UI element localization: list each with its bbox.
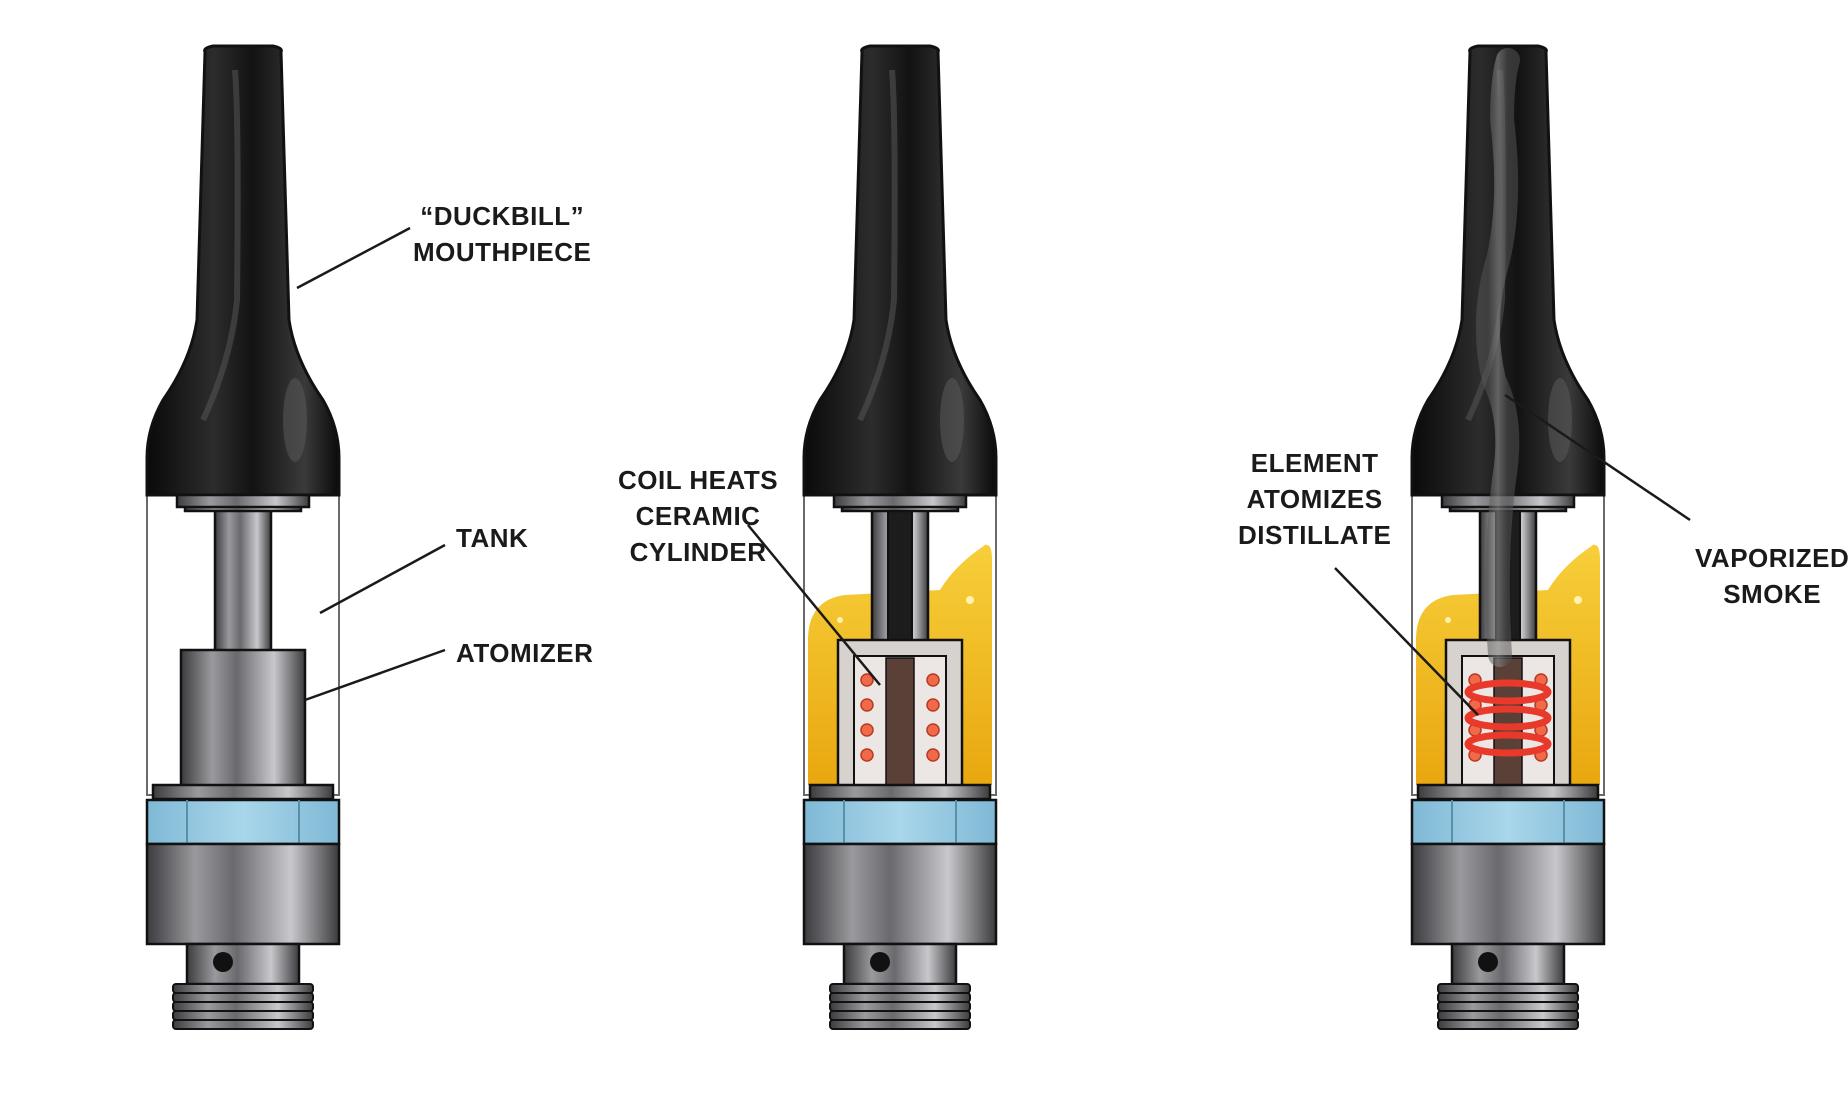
- wick-core: [1493, 657, 1523, 787]
- thread-ring: [829, 992, 971, 1003]
- wick-core: [885, 657, 915, 787]
- thread-ring: [172, 983, 314, 994]
- thread-ring: [172, 1019, 314, 1030]
- mouthpiece-collar: [175, 493, 311, 509]
- coil-label-line-3: CYLINDER: [629, 537, 767, 567]
- base-sleeve: [145, 842, 341, 946]
- thread-ring: [829, 1010, 971, 1021]
- duckbill-mouthpiece: [145, 44, 341, 497]
- coil-contact-dot: [926, 748, 940, 762]
- vapor-label-line-1: VAPORIZED: [1695, 543, 1848, 573]
- heating-coil-loop: [1464, 705, 1552, 731]
- thread-ring: [1437, 1019, 1579, 1030]
- coil-label: COIL HEATS CERAMIC CYLINDER: [618, 462, 778, 570]
- base-neck: [185, 942, 301, 986]
- vapor-label: VAPORIZED SMOKE: [1695, 540, 1848, 612]
- thread-ring: [1437, 983, 1579, 994]
- coil-contact-dot: [860, 673, 874, 687]
- airflow-channel: [887, 489, 913, 661]
- thread-ring: [1437, 992, 1579, 1003]
- center-post: [213, 508, 273, 662]
- base-neck: [1450, 942, 1566, 986]
- air-hole: [870, 952, 890, 972]
- atomizer-body: [179, 648, 307, 797]
- thread-ring: [1437, 1001, 1579, 1012]
- mouthpiece-leader-line: [296, 226, 411, 290]
- air-hole: [213, 952, 233, 972]
- base-plate: [1416, 783, 1600, 801]
- base-sleeve: [802, 842, 998, 946]
- thread-ring: [829, 1019, 971, 1030]
- mouthpiece-label: “DUCKBILL” MOUTHPIECE: [413, 198, 591, 270]
- cartridge-vaporizing: [1410, 44, 1606, 1030]
- seal-ring: [1410, 798, 1606, 846]
- thread-ring: [172, 1010, 314, 1021]
- coil-label-line-1: COIL HEATS: [618, 465, 779, 495]
- mouthpiece-collar: [832, 493, 968, 509]
- oil-bubble: [966, 596, 974, 604]
- oil-bubble: [837, 617, 843, 623]
- thread-ring: [829, 983, 971, 994]
- atomizer-label: ATOMIZER: [456, 635, 593, 671]
- air-hole: [1478, 952, 1498, 972]
- atomizer-leader-line: [304, 648, 446, 702]
- thread-ring: [172, 992, 314, 1003]
- mouthpiece-highlight: [857, 69, 898, 422]
- oil-bubble: [1574, 596, 1582, 604]
- cartridge-structure: [145, 44, 341, 1030]
- element-leader-line: [1334, 567, 1479, 716]
- tank-label-line-1: TANK: [456, 523, 529, 553]
- coil-label-line-2: CERAMIC: [635, 501, 761, 531]
- mouthpiece-shine: [940, 378, 964, 462]
- base-plate: [151, 783, 335, 801]
- element-label-line-1: ELEMENT: [1250, 448, 1379, 478]
- mouthpiece-label-line-2: MOUTHPIECE: [413, 237, 592, 267]
- mouthpiece-shine: [283, 378, 307, 462]
- base-plate: [808, 783, 992, 801]
- coil-leader-line: [747, 524, 881, 686]
- vapor-leader-line: [1504, 393, 1691, 522]
- tank-leader-line: [319, 543, 446, 615]
- coil-contact-dot: [860, 698, 874, 712]
- heating-coil-loop: [1464, 679, 1552, 705]
- vapor-label-line-2: SMOKE: [1723, 579, 1822, 609]
- oil-bubble: [1445, 617, 1451, 623]
- base-neck: [842, 942, 958, 986]
- element-label-line-3: DISTILLATE: [1238, 520, 1392, 550]
- coil-contact-dot: [860, 723, 874, 737]
- tank-label: TANK: [456, 520, 528, 556]
- thread-ring: [829, 1001, 971, 1012]
- seal-ring: [145, 798, 341, 846]
- vapor-smoke-trail: [1475, 48, 1520, 667]
- base-sleeve: [1410, 842, 1606, 946]
- cartridge-heating: [802, 44, 998, 1030]
- mouthpiece-label-line-1: “DUCKBILL”: [420, 201, 585, 231]
- coil-contact-dot: [926, 698, 940, 712]
- heating-coil-loop: [1464, 731, 1552, 757]
- thread-ring: [172, 1001, 314, 1012]
- mouthpiece-shine: [1548, 378, 1572, 462]
- element-label-line-2: ATOMIZES: [1246, 484, 1383, 514]
- coil-contact-dot: [926, 723, 940, 737]
- thread-ring: [1437, 1010, 1579, 1021]
- duckbill-mouthpiece: [802, 44, 998, 497]
- coil-contact-dot: [926, 673, 940, 687]
- coil-contact-dot: [860, 748, 874, 762]
- seal-ring: [802, 798, 998, 846]
- atomizer-label-line-1: ATOMIZER: [456, 638, 594, 668]
- mouthpiece-highlight: [200, 69, 241, 422]
- element-label: ELEMENT ATOMIZES DISTILLATE: [1238, 445, 1391, 553]
